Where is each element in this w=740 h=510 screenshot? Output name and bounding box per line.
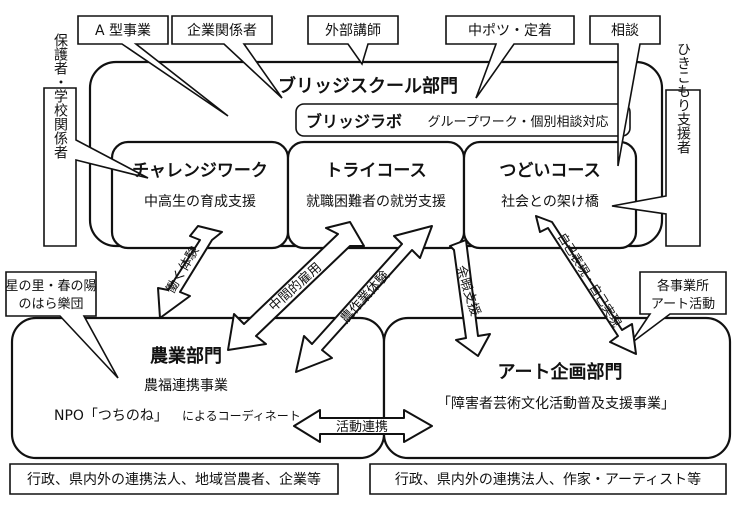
callout-company: 企業関係者 <box>171 15 283 99</box>
bridge-lab-title: ブリッジラボ <box>306 112 402 131</box>
callout-nakapotsu-label: 中ポツ・定着 <box>468 23 552 39</box>
callout-company-label: 企業関係者 <box>187 22 257 39</box>
callout-soudan: 相談 <box>589 15 661 167</box>
tsudoi-course-title: つどいコース <box>499 161 600 181</box>
tsudoi-course-box <box>462 140 638 250</box>
callout-lecturer-label: 外部講師 <box>325 23 381 39</box>
arrow-yoka-label: 余暇支援 <box>452 264 483 318</box>
art-offices-line-1: 各事業所 <box>657 278 709 294</box>
art-title: アート企画部門 <box>498 361 623 383</box>
try-course-subtitle: 就職困難者の就労支援 <box>306 194 446 210</box>
bottom-left-label: 行政、県内外の連携法人、地域営農者、企業等 <box>27 471 321 488</box>
challenge-work-title: チャレンジワーク <box>132 161 268 181</box>
hoshinosato-line-2: のはら樂団 <box>18 296 83 312</box>
bridge-school-title: ブリッジスクール部門 <box>278 75 458 97</box>
tsudoi-course-subtitle: 社会との架け橋 <box>501 194 599 210</box>
callout-hikikomori-label: ひきこもり支援者 <box>675 42 691 154</box>
try-course-title: トライコース <box>325 161 426 181</box>
bottom-right-label: 行政、県内外の連携法人、作家・アーティスト等 <box>395 471 701 488</box>
callout-soudan-label: 相談 <box>611 23 639 39</box>
callout-guardian: 保護者・学校関係者 <box>43 33 149 247</box>
agri-line-2b: によるコーディネート <box>182 408 301 423</box>
agri-title: 農業部門 <box>150 345 222 367</box>
callout-a-type: A 型事業 <box>77 15 229 117</box>
arrow-chukan-label: 中間的雇用 <box>266 259 325 314</box>
agri-line-1: 農福連携事業 <box>144 378 228 394</box>
callout-hoshinosato: 星の里・春の陽 のはら樂団 <box>5 271 119 379</box>
callout-a-type-label: A 型事業 <box>95 23 151 39</box>
art-offices-line-2: アート活動 <box>651 297 715 312</box>
arrow-katsudo: 活動連携 <box>293 409 433 443</box>
bottom-right-box: 行政、県内外の連携法人、作家・アーティスト等 <box>369 463 727 495</box>
art-box <box>382 316 732 460</box>
callout-hikikomori: ひきこもり支援者 <box>611 42 701 247</box>
bridge-lab-subtitle: グループワーク・個別相談対応 <box>428 114 609 130</box>
bridge-lab-box <box>295 103 631 137</box>
challenge-work-subtitle: 中高生の育成支援 <box>144 193 256 210</box>
callout-nakapotsu: 中ポツ・定着 <box>445 15 575 99</box>
callout-guardian-label: 保護者・学校関係者 <box>52 33 68 159</box>
callout-lecturer: 外部講師 <box>307 15 399 66</box>
hoshinosato-line-1: 星の里・春の陽 <box>5 279 96 294</box>
callout-art-offices: 各事業所 アート活動 <box>629 271 727 345</box>
agri-line-2a: NPO「つちのね」 <box>54 408 168 424</box>
arrow-katsudo-label: 活動連携 <box>336 419 388 435</box>
bottom-left-box: 行政、県内外の連携法人、地域営農者、企業等 <box>9 463 339 495</box>
art-subtitle: 「障害者芸術文化活動普及支援事業」 <box>437 396 675 412</box>
